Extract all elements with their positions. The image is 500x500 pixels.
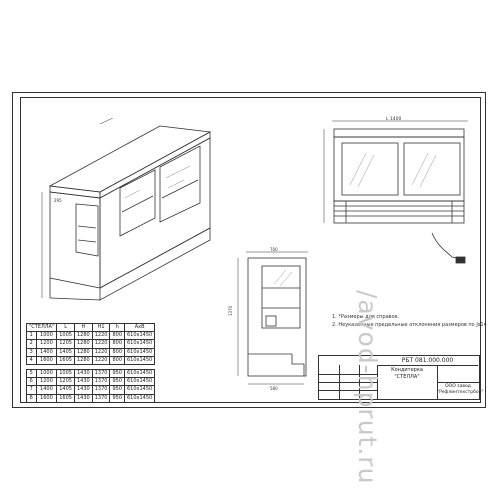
spec-cell: 950 (109, 393, 125, 403)
spec-cell: 1005 (56, 368, 75, 379)
persp-height-label: 295 (54, 198, 62, 203)
spec-cell: 1600 (35, 355, 58, 365)
spec-cell: 610x1450 (123, 377, 156, 387)
spec-cell: 7 (26, 385, 37, 395)
spec-cell: 1430 (73, 377, 93, 387)
spec-cell: 610x1450 (123, 331, 156, 341)
inner-frame (20, 97, 481, 403)
spec-cell: 800 (109, 347, 125, 357)
spec-cell: 800 (109, 331, 125, 341)
spec-header-h: H (73, 322, 93, 333)
spec-cell: 1200 (35, 339, 58, 349)
spec-cell: 4 (26, 355, 37, 365)
spec-cell: 8 (26, 393, 37, 403)
spec-cell: 1600 (35, 393, 58, 403)
spec-cell: 950 (109, 377, 125, 387)
spec-cell: 6 (26, 377, 37, 387)
spec-cell: 1000 (35, 368, 58, 379)
spec-cell: 1400 (35, 347, 58, 357)
spec-cell: 1000 (35, 331, 58, 341)
front-width-label: L 1400 (386, 116, 402, 122)
spec-cell: 610x1450 (123, 347, 156, 357)
note-1: 1. *Размеры для справок. (332, 314, 400, 320)
spec-cell: 610x1450 (123, 385, 156, 395)
spec-cell: 610x1450 (123, 339, 156, 349)
front-view: L 1400 (323, 116, 468, 264)
side-view: 700 580 1370 (228, 247, 308, 391)
product-name-line2: "СТЕЛЛА" (394, 374, 420, 380)
spec-cell: 950 (109, 385, 125, 395)
spec-cell: 1605 (56, 393, 75, 403)
spec-header-h-small: h (109, 322, 125, 333)
spec-cell: 1605 (56, 355, 75, 365)
watermark-text: /avod-hprut.ru (353, 290, 382, 485)
side-depth-label: 700 (270, 247, 278, 252)
spec-cell: 1370 (91, 385, 111, 395)
spec-cell: 1220 (91, 355, 111, 365)
spec-cell: 1280 (73, 339, 93, 349)
spec-cell: 1370 (91, 368, 111, 379)
spec-cell: 1205 (56, 339, 75, 349)
spec-cell: 1220 (91, 347, 111, 357)
side-height-label: 1370 (228, 305, 233, 316)
note-2: 2. Неуказанные предельные отклонения раз… (332, 322, 487, 328)
title-block: РБТ 081.000.000 Кондитерка "СТЕЛЛА" ООО … (318, 355, 484, 400)
spec-header-model: "СТЕЛЛА" (25, 322, 58, 333)
spec-cell: 1005 (56, 331, 75, 341)
spec-cell: 1370 (91, 377, 111, 387)
spec-header-row: "СТЕЛЛА" L H H1 h AxB (25, 322, 156, 333)
spec-cell: 800 (109, 355, 125, 365)
perspective-view: 295 (41, 118, 212, 301)
spec-cell: 610x1450 (123, 393, 156, 403)
side-base-label: 580 (270, 386, 278, 391)
spec-header-l: L (56, 322, 75, 333)
spec-cell: 610x1450 (123, 355, 156, 365)
spec-cell: 3 (26, 347, 37, 357)
outer-frame (12, 92, 486, 408)
drawing-code: РБТ 081.000.000 (377, 356, 478, 366)
spec-cell: 1430 (73, 385, 93, 395)
spec-cell: 1200 (35, 377, 58, 387)
spec-cell: 1 (26, 331, 37, 341)
spec-header-axb: AxB (123, 322, 156, 333)
company-line1: ООО завод (445, 384, 471, 389)
spec-cell: 1280 (73, 331, 93, 341)
spec-cell: 610x1450 (123, 368, 156, 379)
spec-cell: 1400 (35, 385, 58, 395)
spec-cell: 800 (109, 339, 125, 349)
spec-header-h1: H1 (91, 322, 111, 333)
spec-cell: 950 (109, 368, 125, 379)
spec-cell: 1205 (56, 377, 75, 387)
spec-cell: 5 (26, 368, 37, 379)
spec-cell: 1405 (56, 347, 75, 357)
spec-cell: 1280 (73, 355, 93, 365)
spec-cell: 1370 (91, 393, 111, 403)
notes: 1. *Размеры для справок. 2. Неуказанные … (332, 313, 487, 329)
spec-cell: 2 (26, 339, 37, 349)
spec-cell: 1280 (73, 347, 93, 357)
spec-cell: 1430 (73, 393, 93, 403)
product-name-line1: Кондитерка (391, 367, 423, 373)
spec-cell: 1430 (73, 368, 93, 379)
spec-cell: 1220 (91, 331, 111, 341)
spec-cell: 1405 (56, 385, 75, 395)
company-line2: "Рефлинтехстрбор" (437, 390, 484, 395)
spec-cell: 1220 (91, 339, 111, 349)
